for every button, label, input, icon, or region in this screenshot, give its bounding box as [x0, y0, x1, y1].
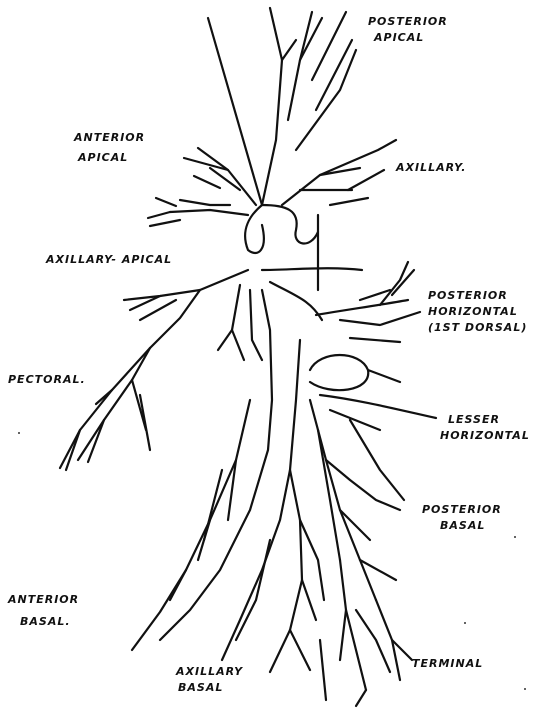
label-posterior-horizontal-line2: HORIZONTAL: [428, 304, 527, 320]
label-lesser-horizontal: LESSER HORIZONTAL: [440, 412, 530, 444]
lesser-horizontal-loop: [310, 355, 368, 390]
label-axillary-apical-text: AXILLARY- APICAL: [46, 252, 172, 268]
central-node: [245, 205, 264, 253]
label-lesser-horizontal-line1: LESSER: [448, 412, 530, 428]
label-anterior-basal: ANTERIOR BASAL.: [8, 592, 79, 630]
main-stem-line-2: [262, 8, 282, 205]
label-anterior-apical-line2: APICAL: [78, 150, 145, 166]
label-posterior-horizontal-line1: POSTERIOR: [428, 288, 527, 304]
label-lesser-horizontal-line2: HORIZONTAL: [440, 428, 530, 444]
main-stem-line: [208, 18, 262, 205]
label-posterior-horizontal-line3: (1ST DORSAL): [428, 320, 527, 336]
label-anterior-basal-line1: ANTERIOR: [8, 592, 79, 608]
label-anterior-basal-line2: BASAL.: [20, 614, 79, 630]
label-posterior-basal: POSTERIOR BASAL: [422, 502, 502, 534]
label-anterior-apical-line1: ANTERIOR: [74, 130, 145, 146]
label-axillary-basal-line2: BASAL: [178, 680, 243, 696]
pectoral-branch: [124, 270, 248, 300]
label-posterior-horizontal: POSTERIOR HORIZONTAL (1ST DORSAL): [428, 288, 527, 336]
stray-dot: [514, 536, 516, 538]
axillary-basal-branch: [270, 470, 302, 672]
label-posterior-apical: POSTERIOR APICAL: [368, 14, 448, 46]
label-terminal: TERMINAL: [412, 656, 483, 672]
label-axillary: AXILLARY.: [396, 160, 466, 176]
stray-dot: [524, 688, 526, 690]
label-pectoral-text: PECTORAL.: [8, 372, 86, 388]
label-posterior-apical-line1: POSTERIOR: [368, 14, 448, 30]
label-posterior-basal-line1: POSTERIOR: [422, 502, 502, 518]
label-posterior-basal-line2: BASAL: [440, 518, 502, 534]
label-anterior-apical: ANTERIOR APICAL: [74, 130, 145, 166]
label-terminal-text: TERMINAL: [412, 656, 483, 672]
label-axillary-apical: AXILLARY- APICAL: [46, 252, 172, 268]
label-pectoral: PECTORAL.: [8, 372, 86, 388]
posterior-apical-branch: [288, 12, 312, 120]
label-axillary-text: AXILLARY.: [396, 160, 466, 176]
posterior-horizontal-branch: [316, 300, 408, 315]
label-axillary-basal-line1: AXILLARY: [176, 664, 243, 680]
stray-dot: [464, 622, 466, 624]
label-axillary-basal: AXILLARY BASAL: [176, 664, 243, 696]
anterior-basal-branch: [132, 400, 250, 650]
stray-dot: [18, 432, 20, 434]
label-posterior-apical-line2: APICAL: [374, 30, 448, 46]
